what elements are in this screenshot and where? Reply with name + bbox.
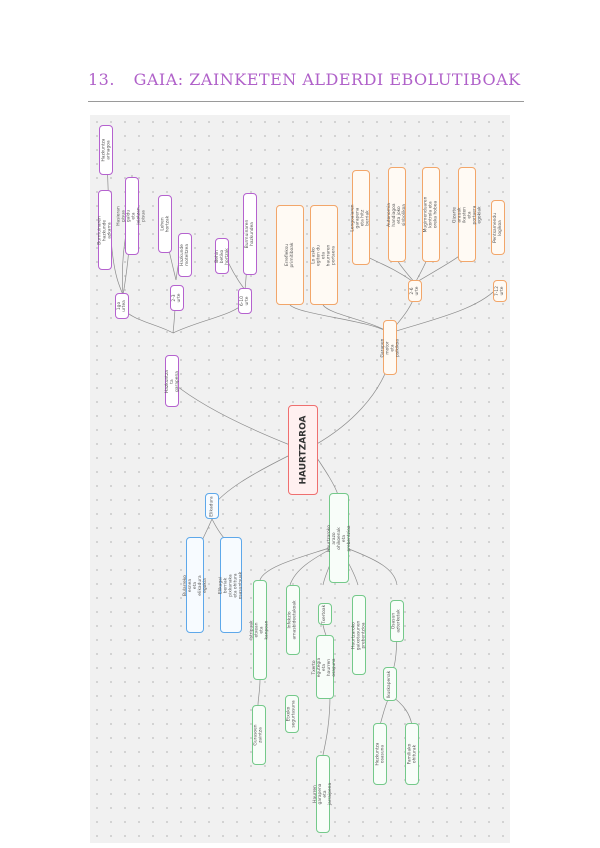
group-6-10-urte[interactable]: 6-10 urte [238,288,252,314]
physical-item[interactable]: Behin betiko hortzak [215,238,230,274]
mindmap-canvas[interactable]: HAURTZAROA Hazkuntza ta garapena 1go urt… [90,115,510,843]
chapter-title: GAIA: ZAINKETEN ALDERDI EBOLUTIBOAK [133,70,521,89]
physical-item[interactable]: Burmuinaren hazkunde azkarra [98,190,113,270]
development-item[interactable]: Lengoaiaren garapena eta hitz berriak [351,170,371,265]
prevention-item[interactable]: Istripuak etxean eta kanpoan [250,580,270,680]
prevention-item[interactable]: Infekzio arnasbideetakoak [286,585,300,655]
nutrition-item[interactable]: Bularreko esnea eta elikadura egokia [183,537,208,633]
prevention-subitem[interactable]: Txerto egutegia eta haurren osasuna [313,635,338,699]
development-item[interactable]: Lo asko egiten du eta haurraren portaera [310,205,338,305]
group-2-6-urte[interactable]: 2-6 urte [408,280,422,302]
branch-prevention[interactable]: Haurtzaroko arazo ohikoenak eta prebentz… [327,493,352,583]
branch-physical[interactable]: Hazkuntza ta garapena [165,355,180,407]
prevention-subitem[interactable]: Hezkuntza osasuna [373,723,387,785]
group-1go-urtea[interactable]: 1go urtea [115,293,129,319]
page-header: 13. GAIA: ZAINKETEN ALDERDI EBOLUTIBOAK [88,70,528,100]
physical-item[interactable]: Burmuinaren hazkundea [243,193,257,275]
development-item[interactable]: Mugimenduaren kontrola eta oreka hobea [422,167,440,262]
prevention-subitem[interactable]: Etxeko segurtasuna [285,695,299,733]
development-item[interactable]: Gizarte arauak ikasten eta portaera egok… [452,167,482,262]
nutrition-item[interactable]: Elikagai berriak pixkanaka eta ohitura o… [219,537,244,633]
development-item[interactable]: Autonomia handiagoa eta joko sinbolikoa [387,167,407,262]
root-label: HAURTZAROA [298,415,308,485]
header-rule [88,101,524,102]
chapter-number: 13. [88,70,115,89]
group-2-3-urte[interactable]: 2-3 urte [170,285,184,311]
prevention-subitem[interactable]: Ikuskapenak [383,667,397,701]
physical-item[interactable]: Lehen hortzak [158,195,172,253]
prevention-subitem[interactable]: Familiako ohiturak [405,723,419,785]
root-node[interactable]: HAURTZAROA [288,405,318,495]
prevention-subitem[interactable]: Haurren garapena eta jarraipena [313,755,333,833]
physical-item[interactable]: Hazkunde moteltzea [178,233,192,277]
development-item[interactable]: Pentsamendu logikoa [491,200,505,255]
physical-item[interactable]: Hazkuntza arinagoa [99,125,113,175]
physical-item[interactable]: Hasieran pisua galdu eta jaiotzan pisua [117,177,147,255]
prevention-item[interactable]: Haurtzaroko gaixotasunen prebentzioa [352,595,367,675]
branch-development[interactable]: Garapen motor eta psikikoa [380,320,400,375]
branch-nutrition[interactable]: Elikadura [205,493,219,519]
development-item[interactable]: Errefleksu primitiboak [276,205,304,305]
prevention-item[interactable]: Osasun azterketak [390,600,404,642]
prevention-item[interactable]: Txertoak [318,603,332,625]
group-7-12-urte[interactable]: 7-12 urte [493,280,507,302]
prevention-subitem[interactable]: Gurasoen zaintza [252,705,266,765]
